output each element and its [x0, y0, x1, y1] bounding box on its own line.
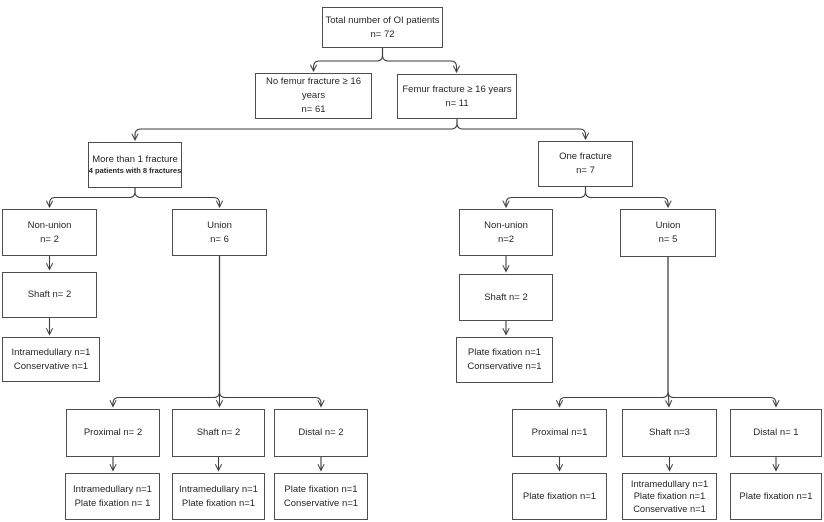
node-text: Shaft n= 2 — [484, 291, 528, 303]
node-text: n= 72 — [370, 28, 395, 40]
node-text: Shaft n=3 — [649, 427, 690, 439]
node-femur-fracture: Femur fracture ≥ 16 years n= 11 — [397, 74, 517, 119]
node-right-union-shaft-treatment: Intramedullary n=1 Plate fixation n=1 Co… — [622, 473, 717, 520]
node-right-distal-treatment: Plate fixation n=1 — [730, 473, 822, 520]
node-text: Conservative n=1 — [467, 361, 542, 372]
node-text: Plate fixation n=1 — [467, 347, 542, 359]
node-text: Plate fixation n= 1 — [74, 497, 151, 509]
node-text: n= 61 — [301, 103, 326, 115]
node-text: Proximal n= 2 — [83, 427, 143, 439]
edge-l-union-distal — [218, 256, 325, 408]
node-right-nonunion-shaft: Shaft n= 2 — [459, 274, 553, 321]
node-subtext: 4 patients with 8 fractures — [88, 166, 182, 176]
node-text: Plate fixation n=1 — [633, 491, 706, 502]
edge-femur-one — [456, 119, 590, 141]
node-text: Union — [207, 219, 232, 231]
node-right-distal: Distal n= 1 — [730, 409, 822, 457]
node-text: Conservative n=1 — [13, 360, 89, 372]
node-text: n= 11 — [445, 97, 469, 109]
node-text: Conservative n=1 — [283, 497, 359, 509]
node-text: No femur fracture ≥ 16 — [266, 76, 361, 88]
node-text: n= 7 — [576, 165, 595, 176]
node-text: n= 2 — [40, 233, 59, 245]
node-left-union: Union n= 6 — [172, 209, 267, 256]
node-text: Intramedullary n=1 — [11, 346, 91, 358]
edge-one-r-union — [584, 187, 672, 209]
node-text: Plate fixation n=1 — [739, 490, 813, 502]
edge-multi-l-nonunion — [45, 188, 136, 209]
edge-l-union-proximal — [109, 256, 221, 408]
node-left-nonunion-shaft: Shaft n= 2 — [2, 272, 97, 318]
node-text: years — [301, 90, 326, 102]
node-text: Shaft n= 2 — [196, 427, 241, 439]
node-left-union-shaft: Shaft n= 2 — [172, 409, 265, 457]
node-text: n= 6 — [210, 233, 229, 245]
node-text: Intramedullary n=1 — [179, 483, 258, 495]
node-right-nonunion-treatment: Plate fixation n=1 Conservative n=1 — [456, 337, 553, 383]
node-no-femur-fracture: No femur fracture ≥ 16 years n= 61 — [255, 73, 372, 119]
node-left-distal: Distal n= 2 — [274, 409, 368, 457]
edge-total-femur — [381, 48, 461, 74]
node-text: One fracture — [559, 151, 612, 163]
node-right-proximal: Proximal n=1 — [512, 409, 607, 457]
node-left-nonunion-treatment: Intramedullary n=1 Conservative n=1 — [2, 337, 100, 382]
node-right-proximal-treatment: Plate fixation n=1 — [512, 473, 607, 520]
node-left-proximal: Proximal n= 2 — [66, 409, 160, 457]
node-text: Non-union — [484, 219, 528, 231]
node-left-distal-treatment: Plate fixation n=1 Conservative n=1 — [274, 473, 368, 520]
node-text: Femur fracture ≥ 16 years — [402, 83, 512, 95]
node-text: Plate fixation n=1 — [181, 497, 256, 509]
node-left-proximal-treatment: Intramedullary n=1 Plate fixation n= 1 — [65, 473, 160, 520]
node-text: Plate fixation n=1 — [522, 490, 597, 502]
node-text: Total number of OI patients — [325, 14, 440, 26]
node-text: Union — [655, 220, 681, 232]
edge-total-no-femur — [309, 48, 384, 73]
node-one-fracture: One fracture n= 7 — [538, 141, 633, 187]
edge-r-union-proximal — [555, 257, 669, 408]
node-text: n=2 — [497, 233, 515, 245]
node-right-union-shaft: Shaft n=3 — [622, 409, 717, 457]
edge-femur-multi — [131, 119, 458, 142]
edge-r-union-distal — [667, 257, 780, 408]
node-text: Distal n= 1 — [753, 427, 799, 439]
node-text: More than 1 fracture — [92, 153, 178, 165]
edge-multi-l-union — [134, 188, 224, 209]
node-text: Distal n= 2 — [298, 427, 344, 439]
node-text: Intramedullary n=1 — [630, 479, 709, 490]
node-text: Shaft n= 2 — [27, 289, 72, 301]
node-text: Proximal n=1 — [531, 427, 588, 439]
node-right-union: Union n= 5 — [620, 209, 716, 257]
node-left-union-shaft-treatment: Intramedullary n=1 Plate fixation n=1 — [172, 473, 265, 520]
node-left-nonunion: Non-union n= 2 — [2, 209, 97, 256]
edge-one-r-nonunion — [502, 187, 587, 209]
node-text: Intramedullary n=1 — [73, 483, 152, 495]
node-text: Non-union — [27, 219, 72, 231]
node-text: Conservative n=1 — [633, 503, 706, 514]
node-total-oi-patients: Total number of OI patients n= 72 — [322, 7, 443, 48]
node-text: n= 5 — [658, 234, 678, 245]
node-right-nonunion: Non-union n=2 — [459, 209, 553, 256]
node-text: Plate fixation n=1 — [284, 483, 358, 495]
node-more-than-1-fracture: More than 1 fracture 4 patients with 8 f… — [88, 142, 182, 188]
